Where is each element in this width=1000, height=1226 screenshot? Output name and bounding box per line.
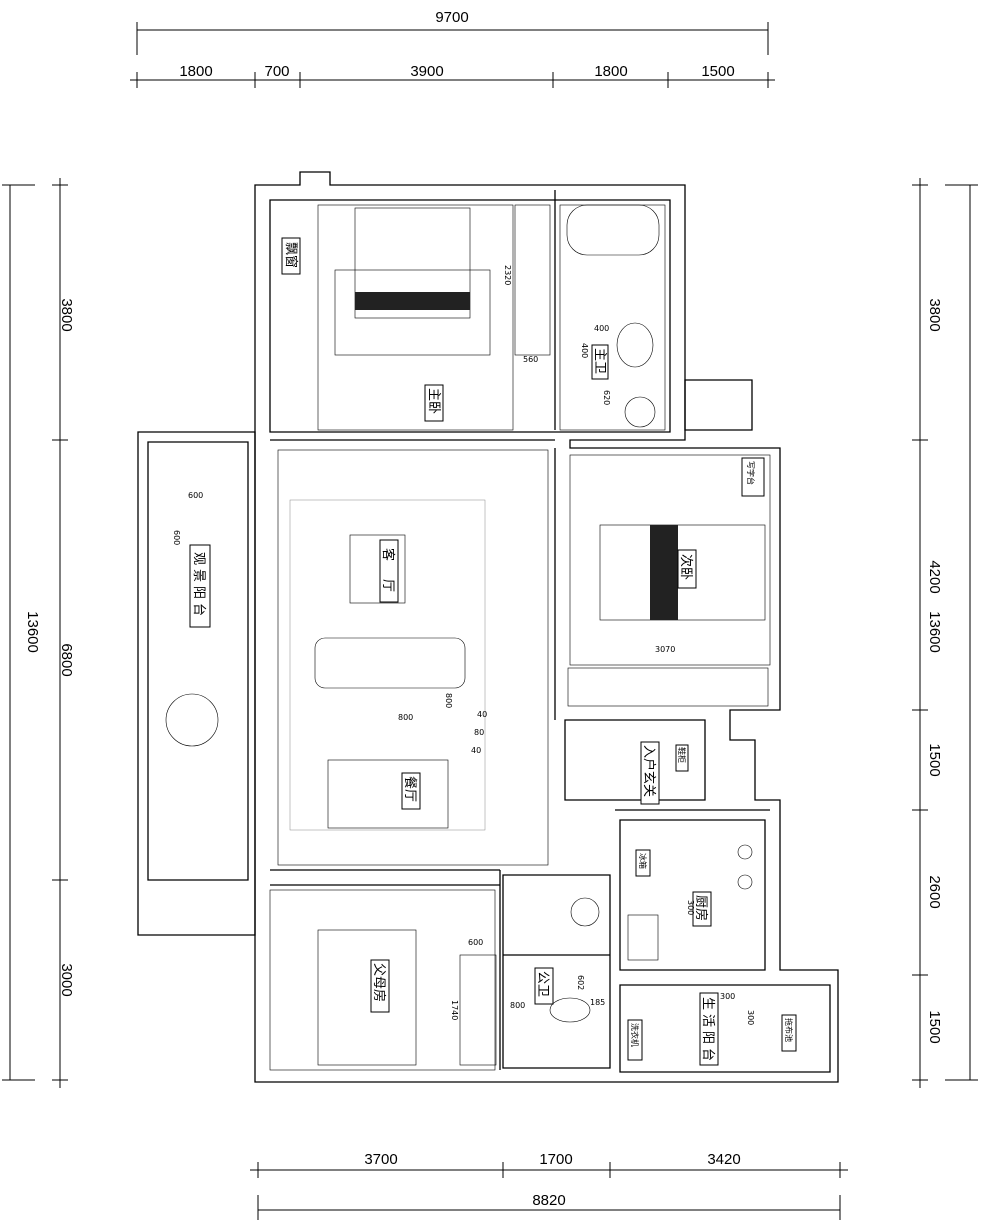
label-fridge: 冰箱 — [638, 853, 648, 869]
dimension-annotation: 185 — [590, 998, 605, 1007]
label-entrance: 入户玄关 — [641, 745, 657, 797]
dimension-annotation: 600 — [468, 938, 483, 947]
balcony-table — [165, 693, 219, 747]
dim-top-2: 700 — [264, 63, 289, 80]
label-bay-window: 飘窗 — [283, 242, 299, 268]
dim-bottom-total: 8820 — [532, 1192, 565, 1209]
dim-top-4: 1800 — [594, 63, 627, 80]
dim-right-2: 4200 — [926, 560, 943, 593]
label-view-balcony: 观景阳台 — [191, 552, 206, 620]
dimension-annotation: 620 — [602, 390, 611, 405]
dim-bottom-2: 1700 — [539, 1151, 572, 1168]
dimension-annotation: 1740 — [450, 1000, 459, 1020]
dim-right-1: 3800 — [926, 298, 943, 331]
coffee-table — [349, 534, 406, 604]
right-dimensions — [912, 178, 978, 1088]
dimension-annotation: 2320 — [503, 265, 512, 285]
label-public-bath: 公卫 — [535, 971, 550, 997]
dining-table — [327, 759, 449, 829]
dimension-annotation: 600 — [188, 491, 203, 500]
label-shoe-cabinet: 鞋柜 — [677, 747, 687, 763]
walls — [137, 171, 839, 1083]
dim-left-total: 13600 — [24, 611, 41, 653]
dim-top-total: 9700 — [435, 9, 468, 26]
dimension-annotation: 300 — [686, 900, 695, 915]
dim-left-3: 3000 — [58, 963, 75, 996]
dimension-annotation: 300 — [746, 1010, 755, 1025]
bottom-dimensions — [250, 1162, 848, 1220]
toilet — [616, 322, 654, 368]
sink — [627, 914, 659, 961]
second-bed — [599, 524, 766, 621]
label-parents-room: 父母房 — [371, 963, 387, 1002]
dimension-annotation: 40 — [471, 746, 481, 755]
dim-right-4: 2600 — [926, 875, 943, 908]
bathtub — [566, 204, 660, 256]
annotations: 600 600 800 800 40 80 40 2320 400 400 62… — [172, 265, 755, 1025]
basin — [624, 396, 656, 428]
dim-top-1: 1800 — [179, 63, 212, 80]
dim-left-2: 6800 — [58, 643, 75, 676]
label-utility-balcony: 生活阳台 — [700, 997, 715, 1065]
parents-bed — [317, 929, 417, 1066]
dimension-annotation: 602 — [576, 975, 585, 990]
dimension-annotation: 600 — [172, 530, 181, 545]
dimension-annotation: 560 — [523, 355, 538, 364]
dim-right-3: 1500 — [926, 743, 943, 776]
dimension-annotation: 400 — [580, 343, 589, 358]
label-washer: 洗衣机 — [630, 1023, 640, 1047]
dim-bottom-1: 3700 — [364, 1151, 397, 1168]
furniture — [165, 204, 766, 1066]
dimension-annotation: 800 — [398, 713, 413, 722]
dimension-annotation: 80 — [474, 728, 484, 737]
label-mop-sink: 拖布池 — [784, 1018, 794, 1042]
dimension-annotation: 800 — [510, 1001, 525, 1010]
label-desk: 写字台 — [746, 461, 756, 485]
dimension-annotation: 800 — [444, 693, 453, 708]
label-master-bath: 主卫 — [592, 348, 607, 374]
sofa — [314, 637, 466, 689]
label-second-bedroom: 次卧 — [678, 554, 694, 580]
label-living-room: 客厅 — [380, 548, 396, 610]
left-dimensions — [2, 178, 68, 1088]
dim-top-3: 3900 — [410, 63, 443, 80]
dim-bottom-3: 3420 — [707, 1151, 740, 1168]
dim-right-5: 1500 — [926, 1010, 943, 1043]
label-dining-room: 餐厅 — [402, 776, 418, 802]
dim-left-1: 3800 — [58, 298, 75, 331]
top-dimensions — [130, 22, 775, 88]
room-labels: 飘窗 主卧 主卫 客厅 餐厅 观景阳台 次卧 写字台 入户玄关 鞋柜 厨房 冰箱… — [189, 237, 797, 1066]
label-master-bedroom: 主卧 — [426, 388, 441, 414]
master-bed — [334, 269, 491, 356]
dimension-annotation: 400 — [594, 324, 609, 333]
dimension-annotation: 300 — [720, 992, 735, 1001]
dimension-annotation: 3070 — [655, 645, 675, 654]
floor-tiles — [269, 204, 771, 1071]
dim-right-total: 13600 — [926, 611, 943, 653]
dim-top-5: 1500 — [701, 63, 734, 80]
label-kitchen: 厨房 — [693, 895, 709, 921]
dimension-annotation: 40 — [477, 710, 487, 719]
